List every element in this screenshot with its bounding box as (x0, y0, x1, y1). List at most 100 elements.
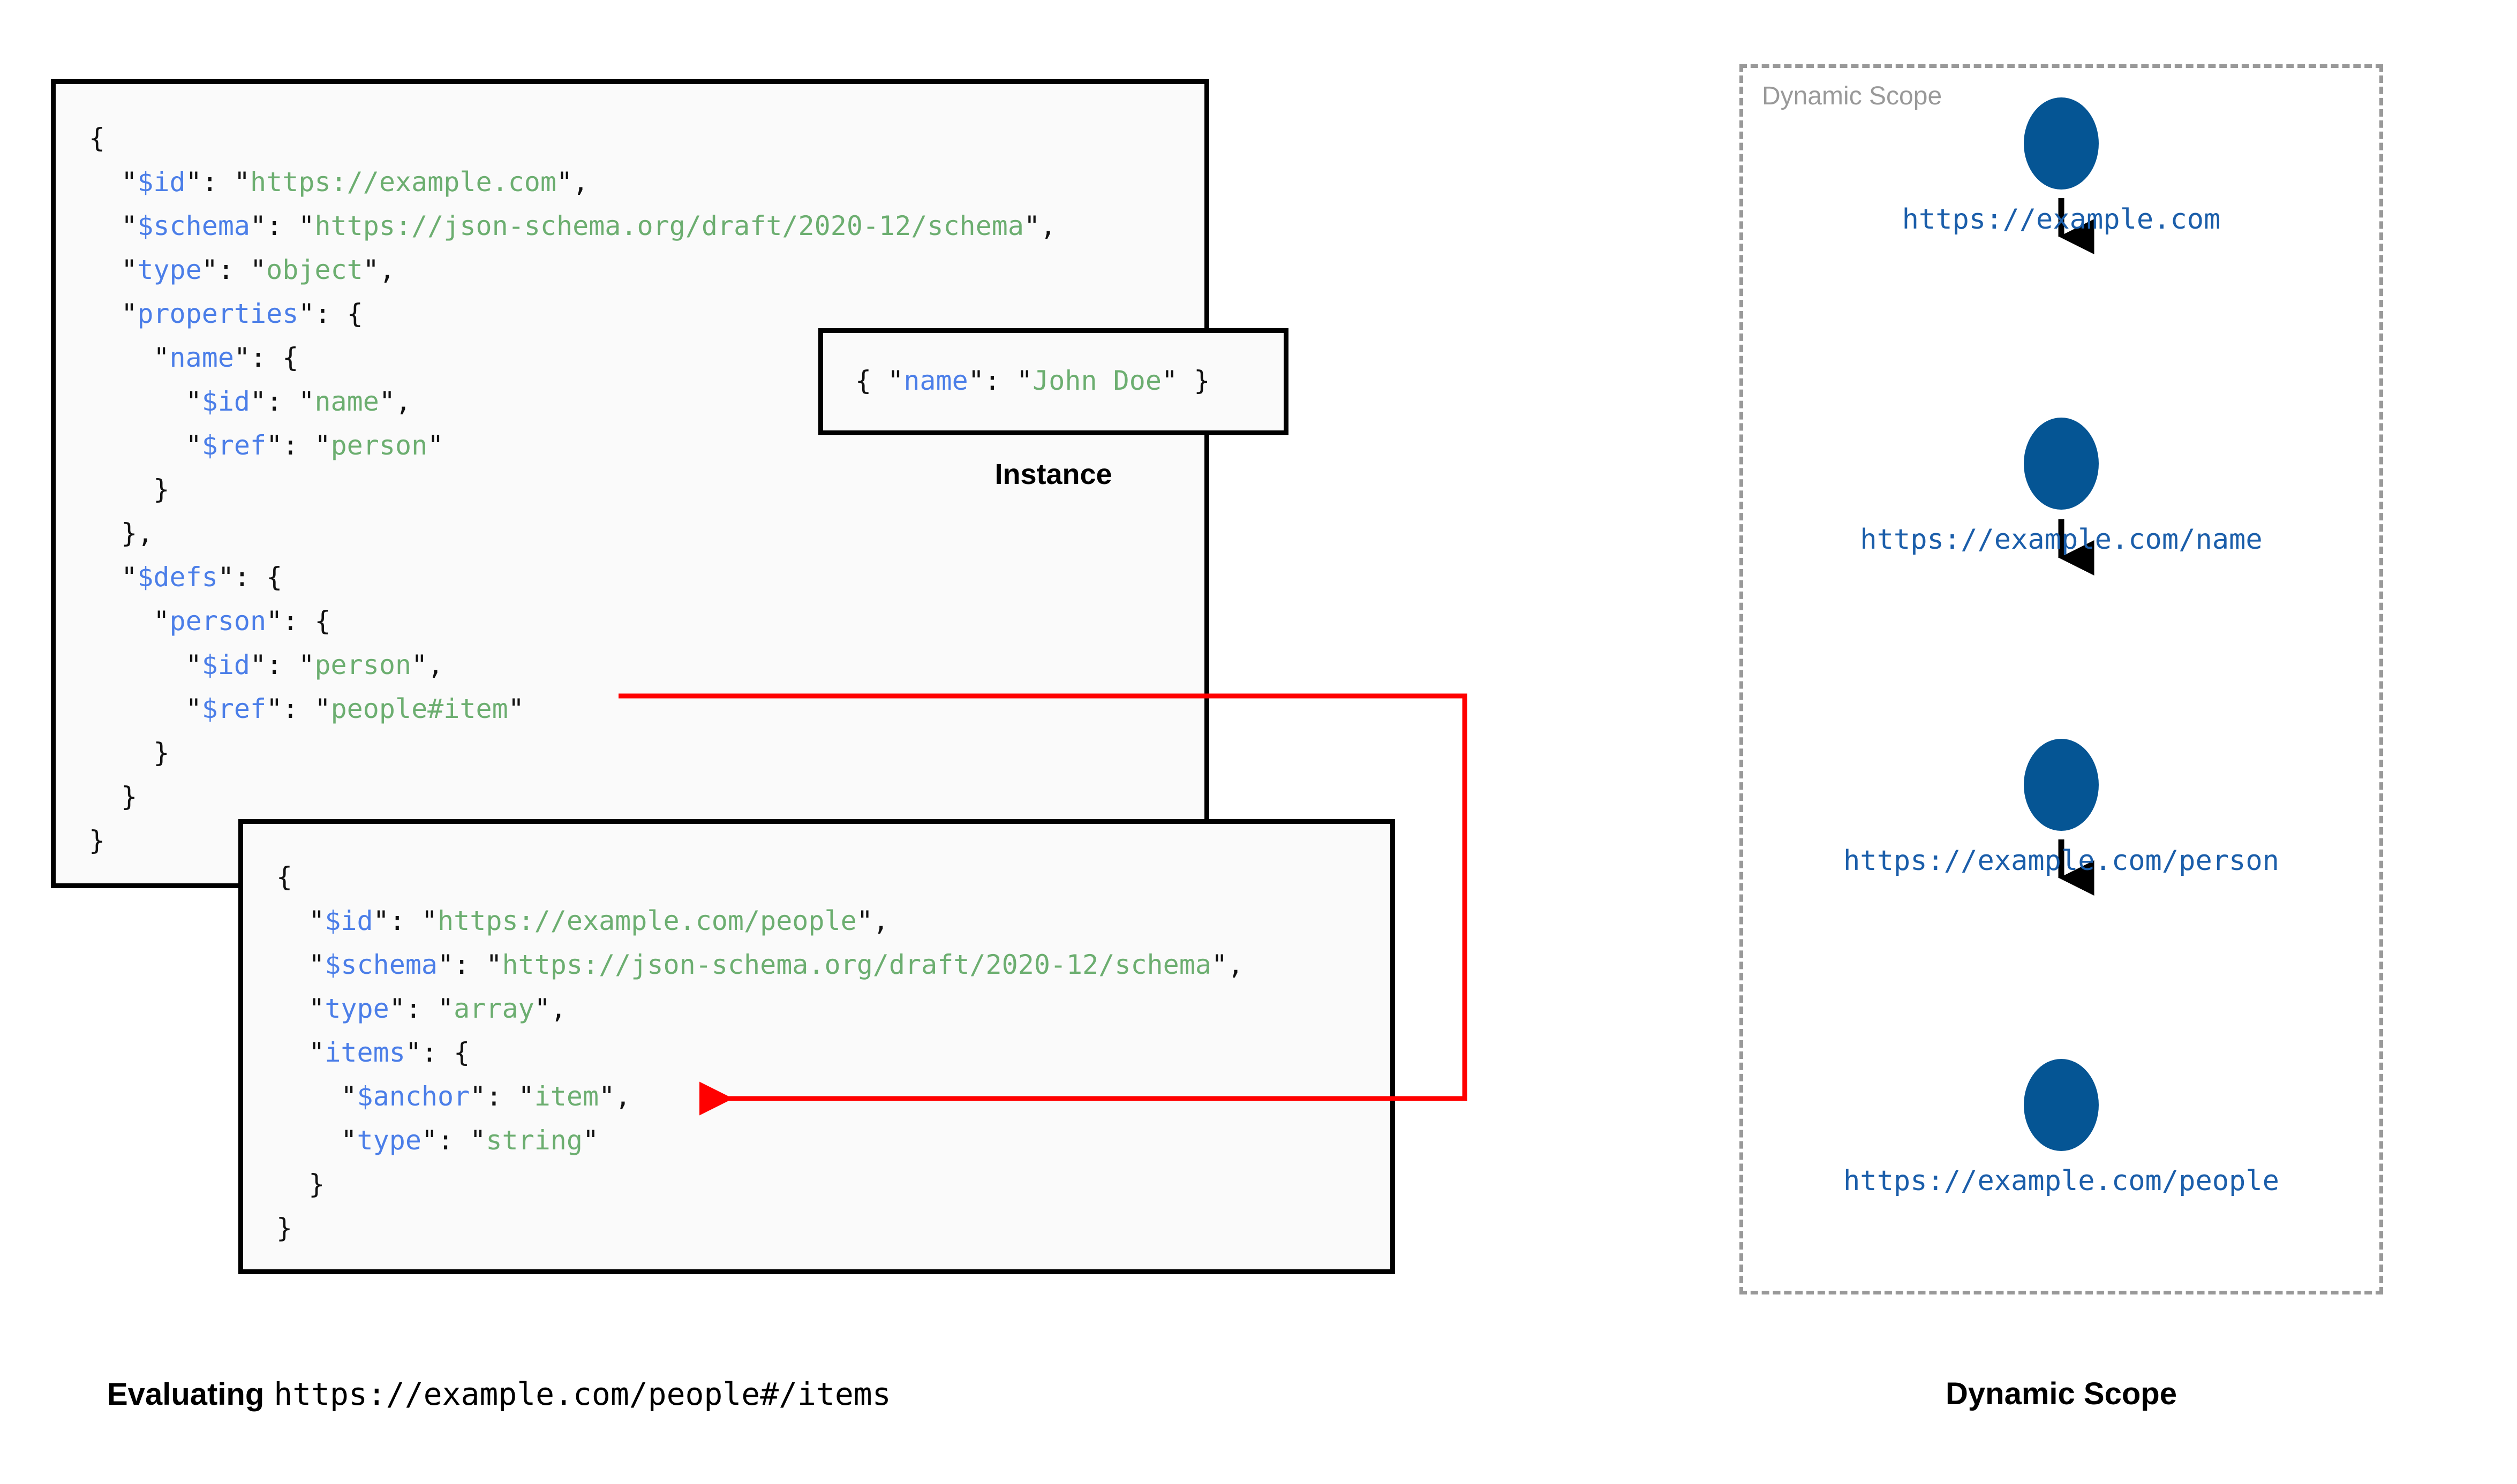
code-token: ", (556, 166, 589, 198)
code-token: $id (201, 649, 251, 680)
code-token: " } (1161, 365, 1210, 396)
code-token: string (486, 1125, 583, 1156)
code-line: "$id": "name", (89, 380, 1056, 423)
people-schema-box: { "$id": "https://example.com/people", "… (238, 819, 1395, 1274)
code-token: " (89, 254, 138, 285)
code-token: type (137, 254, 202, 285)
code-token: " (89, 693, 202, 724)
code-token: " (276, 905, 325, 936)
code-token: $id (137, 166, 186, 198)
code-token: John Doe (1033, 365, 1162, 396)
code-token: " (89, 342, 170, 373)
people-schema-code: { "$id": "https://example.com/people", "… (276, 855, 1244, 1250)
scope-circle-icon (2024, 739, 2099, 831)
code-token: { (276, 861, 293, 892)
code-line: "person": { (89, 599, 1056, 643)
code-token: ": " (968, 365, 1033, 396)
code-line: "name": { (89, 336, 1056, 380)
code-token: type (325, 993, 389, 1024)
code-token: ": " (201, 254, 267, 285)
code-token: name (169, 342, 234, 373)
code-line: } (89, 775, 1056, 819)
code-line: "items": { (276, 1031, 1244, 1074)
instance-caption: Instance (994, 458, 1112, 490)
code-token: https://json-schema.org/draft/2020-12/sc… (502, 949, 1211, 980)
code-token: } (276, 1213, 293, 1244)
code-line: "$schema": "https://json-schema.org/draf… (276, 943, 1244, 987)
code-line: "$ref": "person" (89, 423, 1056, 467)
code-token: ", (411, 649, 444, 680)
code-token: " (89, 562, 138, 593)
instance-code: { "name": "John Doe" } (855, 359, 1210, 403)
code-token: ", (599, 1081, 631, 1112)
code-token: name (314, 386, 379, 417)
code-token: " (427, 430, 444, 461)
dynamic-scope-caption: Dynamic Scope (1946, 1376, 2177, 1411)
code-token: ": { (233, 342, 299, 373)
code-token: } (276, 1169, 325, 1200)
code-token: person (169, 605, 267, 637)
code-token: ": " (250, 386, 315, 417)
code-token: } (89, 781, 138, 812)
code-token: name (903, 365, 968, 396)
code-token: people#item (330, 693, 508, 724)
code-token: https://example.com (250, 166, 556, 198)
code-line: "$id": "person", (89, 643, 1056, 687)
root-schema-code: { "$id": "https://example.com", "$schema… (89, 116, 1056, 862)
code-token: ": " (389, 993, 454, 1024)
code-line: { (276, 855, 1244, 899)
code-token: } (89, 825, 105, 856)
code-line: "$id": "https://example.com", (89, 160, 1056, 204)
scope-node-0[interactable]: https://example.com (1739, 97, 2383, 236)
code-token: $id (325, 905, 373, 936)
code-token: ": " (250, 649, 315, 680)
code-token: { (89, 123, 105, 154)
code-line: } (276, 1162, 1244, 1206)
code-token: } (89, 737, 170, 768)
code-token: $defs (137, 562, 218, 593)
code-token: " (582, 1125, 599, 1156)
code-line: "$anchor": "item", (276, 1074, 1244, 1118)
code-token: " (89, 166, 138, 198)
code-line: { "name": "John Doe" } (855, 359, 1210, 403)
code-token: ": " (266, 430, 331, 461)
scope-node-2[interactable]: https://example.com/person (1739, 739, 2383, 877)
evaluating-label: Evaluating (107, 1377, 265, 1412)
code-token: item (534, 1081, 599, 1112)
scope-node-label: https://example.com (1902, 203, 2221, 236)
code-token: " (89, 210, 138, 241)
code-token: array (454, 993, 534, 1024)
dynamic-scope-panel (1739, 64, 2383, 1294)
code-token: " (89, 430, 202, 461)
code-token: ", (1023, 210, 1057, 241)
code-line: "type": "string" (276, 1118, 1244, 1162)
code-line: } (89, 819, 1056, 862)
code-token: " (89, 386, 202, 417)
code-token: $id (201, 386, 251, 417)
scope-circle-icon (2024, 97, 2099, 190)
code-token: ": " (250, 210, 315, 241)
scope-node-1[interactable]: https://example.com/name (1739, 418, 2383, 556)
scope-node-3[interactable]: https://example.com/people (1739, 1059, 2383, 1197)
code-token: properties (137, 298, 299, 329)
code-token: $ref (201, 693, 267, 724)
code-token: " (276, 1125, 357, 1156)
code-token: ": " (373, 905, 438, 936)
code-line: }, (89, 511, 1056, 555)
code-token: https://example.com/people (438, 905, 857, 936)
code-line: "$schema": "https://json-schema.org/draf… (89, 204, 1056, 248)
code-line: { (89, 116, 1056, 160)
code-token: " (89, 298, 138, 329)
code-line: } (276, 1206, 1244, 1250)
code-token: } (89, 474, 170, 505)
code-token: " (276, 949, 325, 980)
code-line: "$id": "https://example.com/people", (276, 899, 1244, 943)
code-token: $anchor (357, 1081, 470, 1112)
code-token: ", (856, 905, 889, 936)
scope-node-label: https://example.com/people (1843, 1165, 2279, 1197)
code-token: items (325, 1037, 405, 1068)
code-token: $schema (137, 210, 251, 241)
scope-circle-icon (2024, 1059, 2099, 1151)
